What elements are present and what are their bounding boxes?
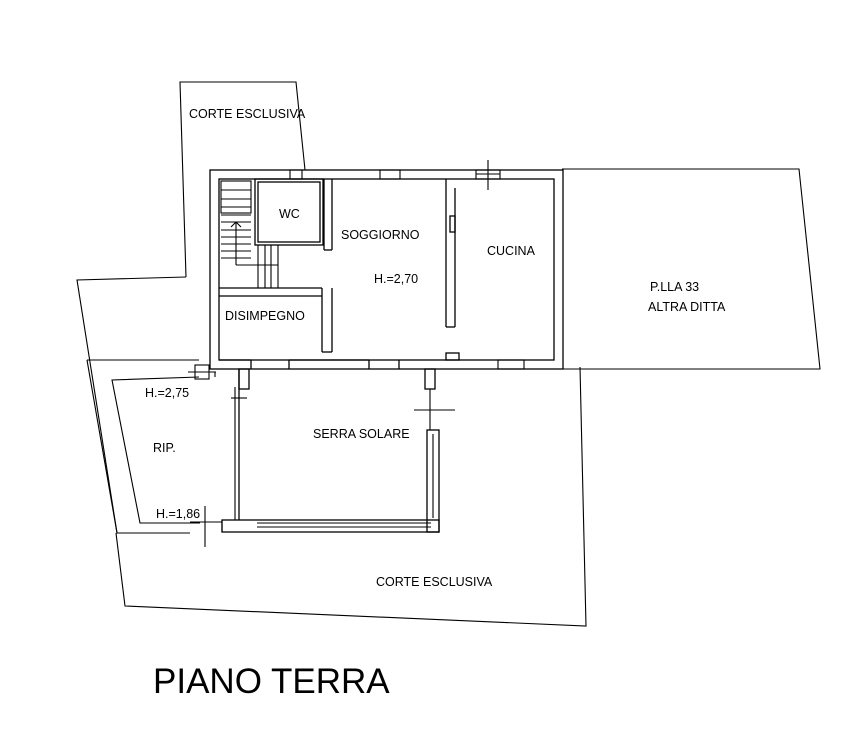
house-outer-wall xyxy=(209,169,564,370)
sunspace-bottom-wall xyxy=(221,519,440,533)
staircase xyxy=(220,180,279,288)
parcel-label: P.LLA 33 xyxy=(650,280,699,294)
soggiorno-label: SOGGIORNO xyxy=(341,228,420,242)
cucina-label: CUCINA xyxy=(487,244,536,258)
house-inner-wall xyxy=(218,178,555,361)
wc-label: WC xyxy=(279,207,300,221)
wc-wall-inner xyxy=(257,181,321,243)
storage-outline xyxy=(111,376,200,524)
sunspace-label: SERRA SOLARE xyxy=(313,427,410,441)
sunspace-walls xyxy=(188,364,455,547)
sunspace-left-jamb xyxy=(238,368,250,390)
soggiorno-height-label: H.=2,70 xyxy=(374,272,418,286)
storage-height-bottom-label: H.=1,86 xyxy=(156,507,200,521)
neighbour-parcel-outline xyxy=(562,168,821,370)
bottom-wall-notch xyxy=(445,352,460,361)
wc-wall xyxy=(254,178,324,246)
courtyard-bottom-label: CORTE ESCLUSIVA xyxy=(376,575,493,589)
house-walls xyxy=(209,160,564,370)
windows xyxy=(289,160,525,370)
courtyard-bottom-boundary xyxy=(76,276,190,534)
storage-edge xyxy=(86,359,118,534)
sunspace-right-wall xyxy=(426,429,440,533)
storage-label: RIP. xyxy=(153,441,176,455)
cucina-jamb xyxy=(449,215,456,233)
courtyard-top-label: CORTE ESCLUSIVA xyxy=(189,107,306,121)
sunspace-right-jamb xyxy=(424,368,436,390)
floor-title: PIANO TERRA xyxy=(153,662,390,701)
disimpegno-label: DISIMPEGNO xyxy=(225,309,305,323)
courtyard-lower-boundary xyxy=(115,366,587,627)
storage-height-top-label: H.=2,75 xyxy=(145,386,189,400)
other-owner-label: ALTRA DITTA xyxy=(648,300,726,314)
courtyard-top-boundary xyxy=(179,81,306,278)
